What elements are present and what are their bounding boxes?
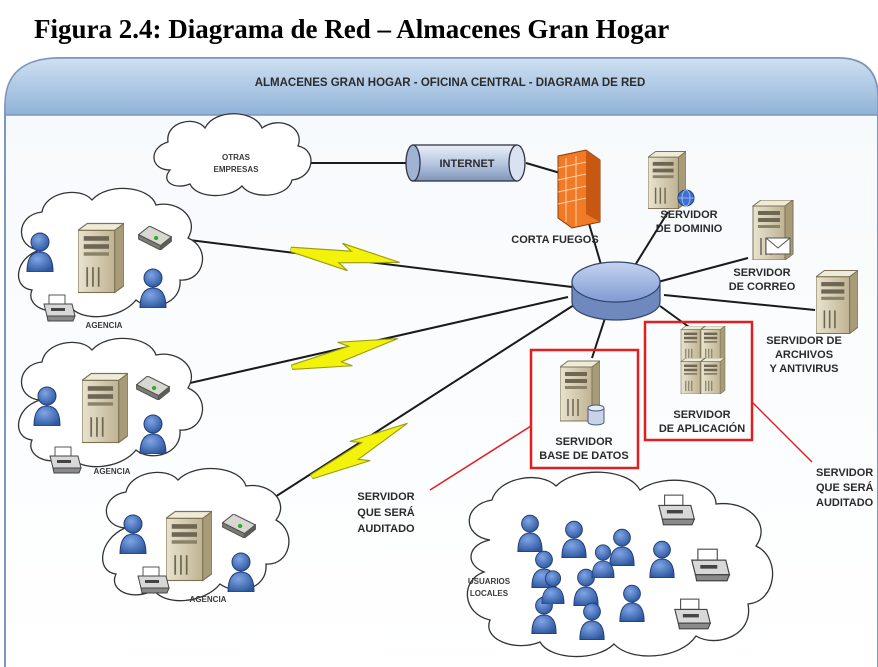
database-icon <box>587 404 605 426</box>
srv-bd-label-2: BASE DE DATOS <box>539 450 628 462</box>
agencia-2-label: AGENCIA <box>94 467 131 476</box>
internet-label: INTERNET <box>440 158 495 170</box>
srv-aplicacion-label-1: SERVIDOR <box>673 409 730 421</box>
local-users-cloud <box>466 471 774 658</box>
cloud-otras-empresas <box>153 113 312 197</box>
srv-archivos-label-1: SERVIDOR DE <box>766 335 842 347</box>
srv-dominio-label-2: DE DOMINIO <box>656 223 723 235</box>
agency-cloud-1 <box>17 187 204 322</box>
cloud-otras-label-1: OTRAS <box>222 153 251 162</box>
usuarios-label-1: USUARIOS <box>468 577 511 586</box>
usuarios-label-2: LOCALES <box>470 589 509 598</box>
firewall-label: CORTA FUEGOS <box>511 234 598 246</box>
srv-archivos-label-3: Y ANTIVIRUS <box>769 363 838 375</box>
srv-archivos-label-2: ARCHIVOS <box>775 349 833 361</box>
mail-icon <box>765 237 791 255</box>
audit-left-label-1: SERVIDOR <box>357 491 414 503</box>
globe-icon <box>677 189 695 207</box>
agencia-3-label: AGENCIA <box>190 595 227 604</box>
audit-left-label-2: QUE SERÁ <box>357 506 415 519</box>
firewall-icon <box>557 149 601 229</box>
banner <box>4 57 878 116</box>
audit-right-label-2: QUE SERÁ <box>816 481 874 494</box>
audit-pointer-left <box>429 425 532 491</box>
audit-left-label-3: AUDITADO <box>357 523 415 535</box>
internet-pipe <box>405 144 526 182</box>
audit-right-label-3: AUDITADO <box>816 497 874 509</box>
srv-correo-label-2: DE CORREO <box>729 281 796 293</box>
srv-correo-label-1: SERVIDOR <box>733 267 790 279</box>
network-diagram: ALMACENES GRAN HOGAR - OFICINA CENTRAL -… <box>4 57 878 667</box>
agency-cloud-3 <box>102 467 290 602</box>
srv-aplicacion-label-2: DE APLICACIÓN <box>659 422 745 435</box>
srv-bd-label-1: SERVIDOR <box>555 436 612 448</box>
agencia-1-label: AGENCIA <box>86 321 123 330</box>
highlight-box-aplicacion <box>643 320 754 442</box>
figure-title: Figura 2.4: Diagrama de Red – Almacenes … <box>34 14 670 44</box>
cloud-otras-label-2: EMPRESAS <box>214 165 260 174</box>
banner-title: ALMACENES GRAN HOGAR - OFICINA CENTRAL -… <box>255 77 646 89</box>
server-aplicacion-icon <box>680 326 726 394</box>
srv-dominio-label-1: SERVIDOR <box>660 209 717 221</box>
server-archivos-icon <box>816 270 858 334</box>
highlight-box-bd <box>529 348 640 470</box>
audit-right-label-1: SERVIDOR <box>816 467 873 479</box>
audit-pointer-right <box>751 401 813 463</box>
agency-cloud-2 <box>17 337 204 474</box>
central-switch-icon <box>571 261 661 321</box>
